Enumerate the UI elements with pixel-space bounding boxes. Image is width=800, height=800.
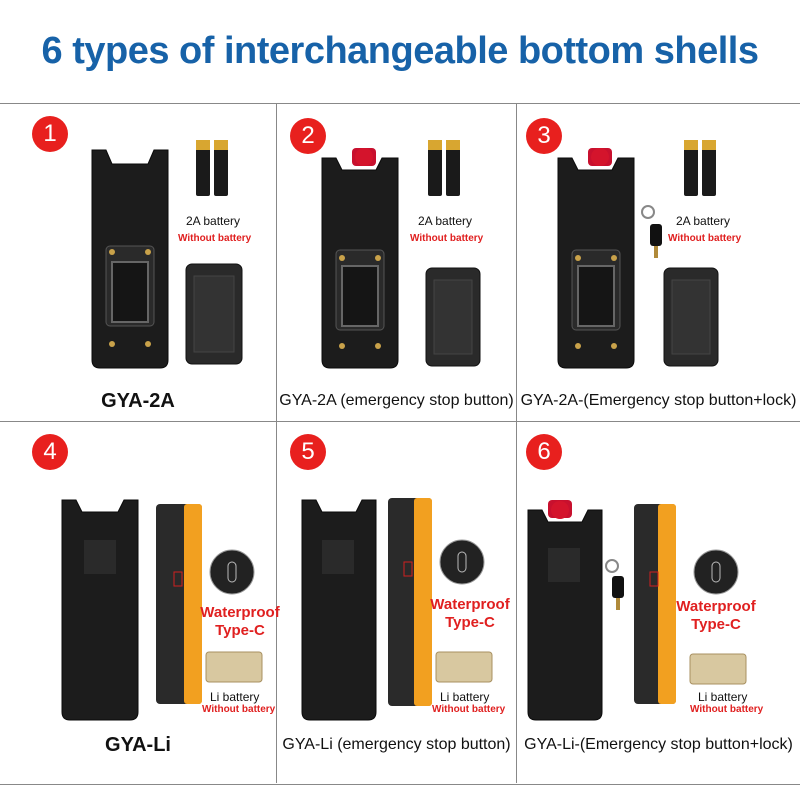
aa-battery-icon [684,140,716,196]
product-grid [0,103,800,785]
battery-label: 2A battery [418,214,473,228]
model-caption: GYA-2A [101,390,175,412]
model-caption: GYA-Li (emergency stop button) [282,736,511,753]
number-badge: 2 [290,118,326,154]
waterproof-label: Waterproof Type-C [200,604,280,639]
li-battery-icon [689,653,747,685]
battery-note: Without battery [690,704,764,715]
type-c-port-icon [693,549,739,595]
model-caption: GYA-Li [105,734,171,756]
remote-shell-image [91,149,169,369]
li-battery-icon [435,651,493,683]
battery-label: Li battery [698,690,748,704]
key-icon [605,559,624,610]
key-icon [641,205,662,258]
battery-cover-image [663,267,719,367]
number-badge: 4 [32,434,68,470]
page-title: 6 types of interchangeable bottom shells [41,30,759,72]
battery-note: Without battery [432,704,506,715]
aa-battery-icon [428,140,460,196]
li-battery-case-image [634,504,676,704]
aa-battery-icon [196,140,228,196]
waterproof-label: Waterproof Type-C [676,598,756,633]
battery-note: Without battery [202,704,276,715]
li-battery-case-image [156,504,202,704]
battery-label: 2A battery [676,214,731,228]
emergency-stop-icon [355,148,373,166]
waterproof-label: Waterproof Type-C [430,596,510,631]
model-caption: GYA-2A-(Emergency stop button+lock) [520,392,797,409]
grid-divider [276,103,277,783]
grid-divider [0,421,800,422]
number-badge: 1 [32,116,68,152]
number-badge: 5 [290,434,326,470]
grid-divider [516,103,517,783]
battery-label: 2A battery [186,214,241,228]
battery-note: Without battery [668,233,742,244]
emergency-stop-icon [591,148,609,166]
li-battery-case-image [388,498,432,706]
emergency-stop-icon [551,501,569,519]
number-badge: 6 [526,434,562,470]
battery-cover-image [185,263,243,365]
remote-shell-image [61,499,139,721]
model-caption: GYA-Li-(Emergency stop button+lock) [524,736,793,753]
remote-shell-image [301,499,377,721]
battery-note: Without battery [410,233,484,244]
type-c-port-icon [439,539,485,585]
li-battery-icon [205,651,263,683]
type-c-port-icon [209,549,255,595]
battery-label: Li battery [440,690,490,704]
battery-label: Li battery [210,690,260,704]
battery-note: Without battery [178,233,252,244]
number-badge: 3 [526,118,562,154]
battery-cover-image [425,267,481,367]
model-caption: GYA-2A (emergency stop button) [279,392,514,409]
